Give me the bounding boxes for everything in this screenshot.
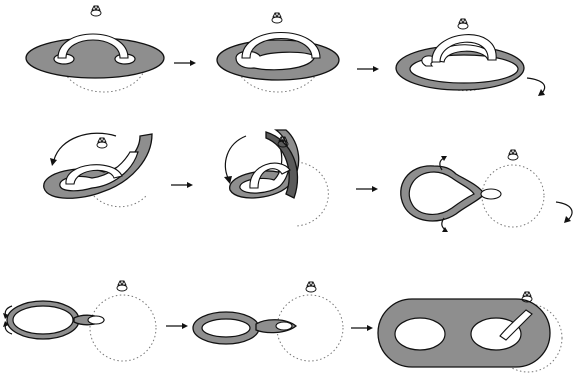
shaded-disk [26,38,164,78]
turn-arrow-right [527,78,545,96]
step-4-panel [44,133,152,206]
ring-icon [97,138,107,148]
arrow-8-9 [351,325,373,331]
step-9-panel [378,292,562,372]
ring-icon [458,19,468,29]
ring-icon [91,6,101,16]
arrow-2-3 [357,66,379,72]
step-7-panel [3,281,156,361]
step-8-panel [193,282,343,361]
step-3-panel [396,19,524,91]
step-6-panel [401,150,544,232]
step-2-panel [217,13,339,92]
arrow-1-2 [174,60,196,66]
arrow-7-8 [166,323,188,329]
arrow-4-5 [171,182,193,188]
step-1-panel [26,6,164,92]
ring-icon [306,282,316,292]
turn-arrow-right-2 [556,202,572,223]
ring-icon [117,281,127,291]
step-5-panel [224,130,328,226]
ring-icon [272,13,282,23]
ring-icon [508,150,518,160]
arrow-5-6 [356,186,378,192]
